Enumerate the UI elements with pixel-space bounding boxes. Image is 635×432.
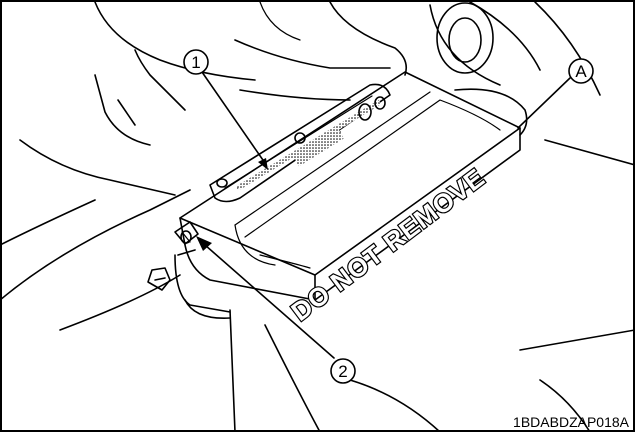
mounting-screw xyxy=(174,221,199,245)
callout-1: 1 xyxy=(183,49,209,75)
spring-rod-assembly xyxy=(216,96,386,191)
leader-lines xyxy=(196,71,571,359)
callout-a-text: A xyxy=(575,62,587,81)
tank-cover xyxy=(179,71,521,301)
callout-a: A xyxy=(568,58,594,84)
callout-1-text: 1 xyxy=(191,53,200,72)
figure-code: 1BDABDZAP018A xyxy=(513,414,629,430)
callout-2: 2 xyxy=(330,358,356,384)
callout-2-text: 2 xyxy=(338,362,347,381)
